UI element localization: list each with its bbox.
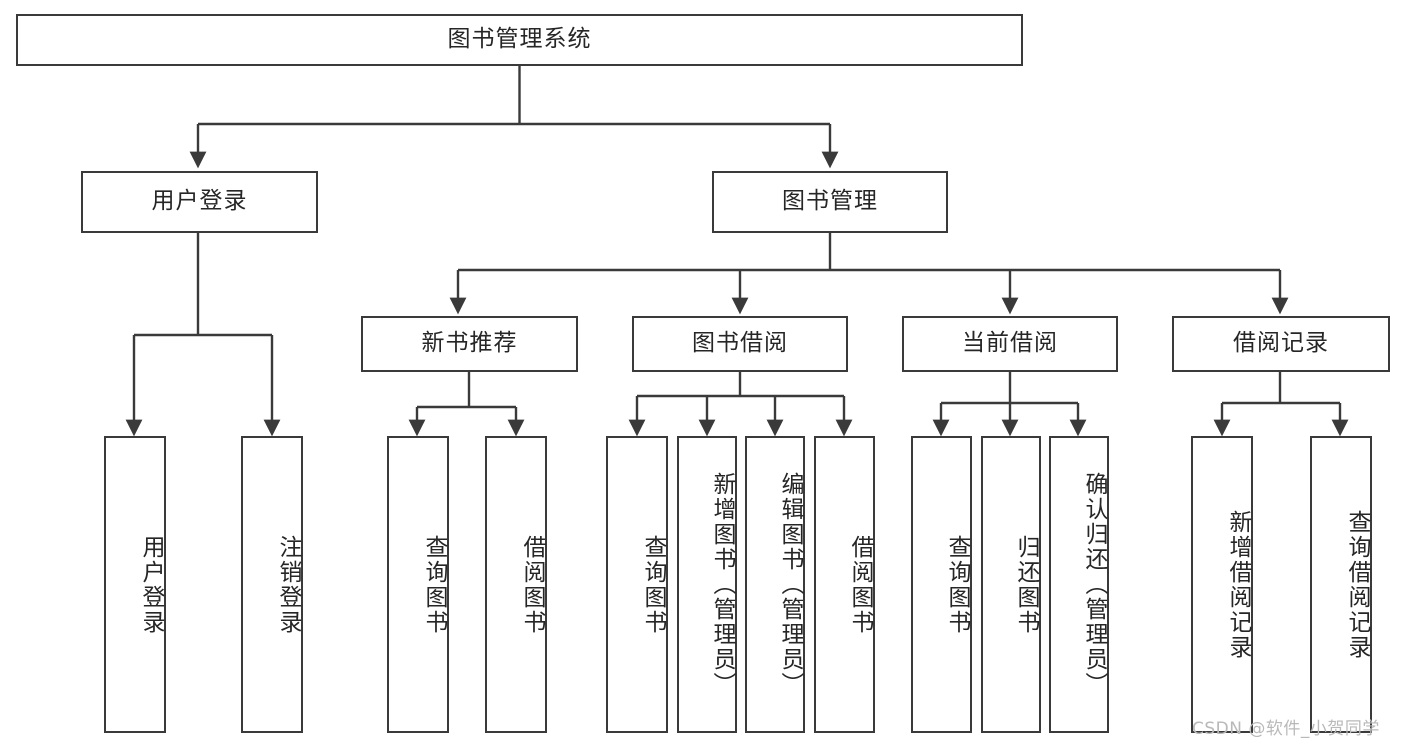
- node-book-borrow[interactable]: 图书借阅: [632, 316, 848, 372]
- leaf-borrow-borrow-book[interactable]: 借阅图书: [814, 436, 875, 733]
- node-user-login[interactable]: 用户登录: [81, 171, 318, 233]
- node-label: 确认归还（管理员）: [1081, 472, 1107, 697]
- leaf-current-return-book[interactable]: 归还图书: [981, 436, 1041, 733]
- leaf-current-query-book[interactable]: 查询图书: [911, 436, 972, 733]
- node-label: 用户登录: [151, 188, 248, 215]
- node-label: 归还图书: [1013, 534, 1039, 635]
- node-label: 新书推荐: [421, 330, 518, 357]
- node-label: 查询图书: [640, 534, 666, 635]
- node-label: 图书管理系统: [447, 26, 592, 53]
- node-label: 图书借阅: [692, 330, 788, 357]
- node-label: 借阅图书: [519, 534, 545, 635]
- node-label: 用户登录: [138, 534, 164, 635]
- node-label: 当前借阅: [962, 330, 1058, 357]
- node-root-library-system[interactable]: 图书管理系统: [16, 14, 1023, 66]
- leaf-record-add[interactable]: 新增借阅记录: [1191, 436, 1253, 733]
- node-current-borrow[interactable]: 当前借阅: [902, 316, 1118, 372]
- node-label: 新增图书（管理员）: [709, 472, 735, 697]
- leaf-new-book-borrow[interactable]: 借阅图书: [485, 436, 547, 733]
- node-book-management[interactable]: 图书管理: [712, 171, 948, 233]
- node-label: 新增借阅记录: [1225, 509, 1251, 660]
- node-label: 图书管理: [782, 188, 878, 215]
- node-label: 注销登录: [275, 534, 301, 635]
- leaf-new-book-query[interactable]: 查询图书: [387, 436, 449, 733]
- leaf-user-login-login[interactable]: 用户登录: [104, 436, 166, 733]
- node-label: 查询借阅记录: [1344, 509, 1370, 660]
- leaf-current-confirm-return[interactable]: 确认归还（管理员）: [1049, 436, 1109, 733]
- node-new-book-recommend[interactable]: 新书推荐: [361, 316, 578, 372]
- node-label: 借阅记录: [1233, 330, 1329, 357]
- node-label: 查询图书: [944, 534, 970, 635]
- leaf-user-login-logout[interactable]: 注销登录: [241, 436, 303, 733]
- node-label: 查询图书: [421, 534, 447, 635]
- leaf-borrow-query-book[interactable]: 查询图书: [606, 436, 668, 733]
- node-borrow-record[interactable]: 借阅记录: [1172, 316, 1390, 372]
- leaf-borrow-edit-book[interactable]: 编辑图书（管理员）: [745, 436, 805, 733]
- leaf-record-query[interactable]: 查询借阅记录: [1310, 436, 1372, 733]
- node-label: 借阅图书: [847, 534, 873, 635]
- csdn-watermark: CSDN @软件_小贺同学: [1192, 719, 1380, 739]
- node-label: 编辑图书（管理员）: [777, 472, 803, 697]
- leaf-borrow-add-book[interactable]: 新增图书（管理员）: [677, 436, 737, 733]
